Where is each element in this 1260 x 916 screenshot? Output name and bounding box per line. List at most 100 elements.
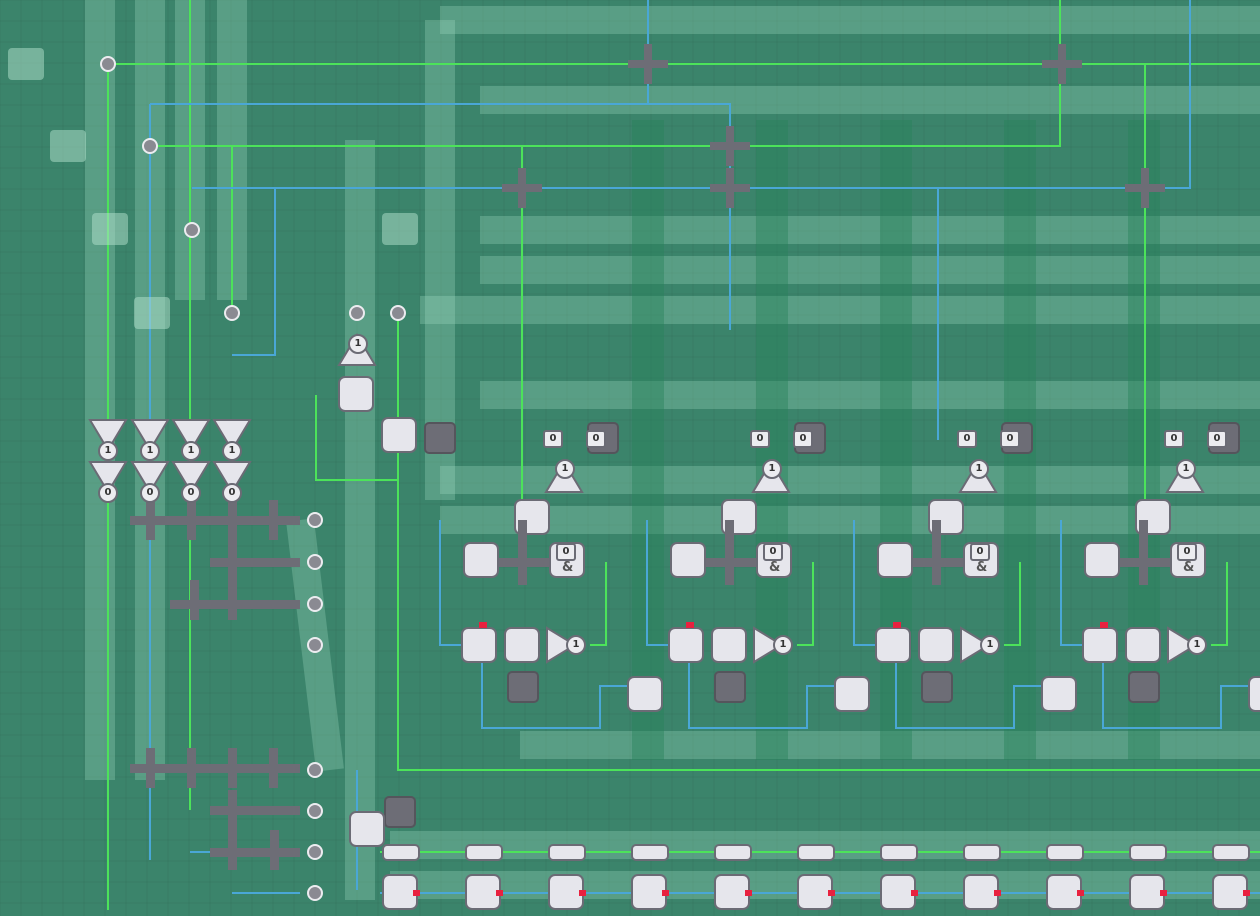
filter-gate[interactable] [880, 874, 916, 910]
signal-counter[interactable] [465, 844, 503, 861]
wire-bridge [726, 126, 734, 166]
buffer-gate[interactable] [546, 626, 577, 664]
output-port[interactable] [184, 222, 200, 238]
signal-counter[interactable] [797, 844, 835, 861]
timer-sensor[interactable] [384, 796, 416, 828]
output-port[interactable] [142, 138, 158, 154]
signal-counter[interactable] [1046, 844, 1084, 861]
wire-bridge [725, 520, 734, 585]
signal-switch[interactable] [8, 48, 44, 80]
not-gate-value: 0 [181, 483, 201, 503]
sensor-b-value: 0 [1207, 430, 1227, 448]
wire-bridge [1058, 44, 1066, 84]
filter-gate[interactable] [465, 874, 501, 910]
buffer-output-value: 1 [980, 635, 1000, 655]
alert-indicator [1243, 890, 1250, 896]
pressure-sensor[interactable] [1128, 671, 1160, 703]
filter-gate[interactable] [963, 874, 999, 910]
signal-counter[interactable] [1212, 844, 1250, 861]
filter-gate[interactable] [1212, 874, 1248, 910]
output-port[interactable] [307, 844, 323, 860]
memory-toggle[interactable] [670, 542, 706, 578]
signal-switch[interactable] [50, 130, 86, 162]
not-gate[interactable] [212, 461, 252, 494]
not-gate[interactable] [212, 419, 252, 452]
not-gate[interactable] [130, 419, 170, 452]
wire-bridge [190, 580, 199, 620]
signal-switch[interactable] [134, 297, 170, 329]
filter-gate[interactable] [875, 627, 911, 663]
filter-gate[interactable] [631, 874, 667, 910]
buffer-gate[interactable] [960, 626, 991, 664]
memory-toggle[interactable] [1125, 627, 1161, 663]
pressure-sensor[interactable] [507, 671, 539, 703]
and-input-value: 0 [1177, 543, 1197, 561]
not-gate[interactable] [171, 461, 211, 494]
buffer-output-value: 1 [773, 635, 793, 655]
signal-switch[interactable] [382, 213, 418, 245]
memory-toggle[interactable] [504, 627, 540, 663]
timer-sensor[interactable] [424, 422, 456, 454]
pressure-sensor[interactable] [714, 671, 746, 703]
output-port[interactable] [307, 885, 323, 901]
memory-toggle[interactable] [711, 627, 747, 663]
signal-counter[interactable] [631, 844, 669, 861]
output-port[interactable] [349, 305, 365, 321]
buffer-gate[interactable] [753, 626, 784, 664]
signal-counter[interactable] [1248, 676, 1260, 712]
signal-counter[interactable] [382, 844, 420, 861]
output-port[interactable] [307, 596, 323, 612]
not-gate[interactable] [88, 419, 128, 452]
signal-counter[interactable] [834, 676, 870, 712]
pressure-sensor[interactable] [921, 671, 953, 703]
signal-relay[interactable] [349, 811, 385, 847]
signal-counter[interactable] [1129, 844, 1167, 861]
not-gate[interactable] [130, 461, 170, 494]
filter-gate[interactable] [714, 874, 750, 910]
buffer-gate[interactable] [1167, 626, 1198, 664]
output-port[interactable] [307, 554, 323, 570]
automation-wire [853, 520, 884, 646]
signal-counter[interactable] [548, 844, 586, 861]
not-gate-value: 0 [222, 483, 242, 503]
memory-toggle[interactable] [1084, 542, 1120, 578]
output-port[interactable] [390, 305, 406, 321]
filter-gate[interactable] [668, 627, 704, 663]
automation-wire [1060, 520, 1091, 646]
sensor-a-value: 0 [750, 430, 770, 448]
output-port[interactable] [307, 762, 323, 778]
alert-indicator [1160, 890, 1167, 896]
memory-toggle[interactable] [338, 376, 374, 412]
filter-gate[interactable] [797, 874, 833, 910]
automation-wire [590, 562, 607, 646]
not-gate[interactable] [88, 461, 128, 494]
memory-toggle[interactable] [877, 542, 913, 578]
memory-toggle[interactable] [918, 627, 954, 663]
signal-counter[interactable] [880, 844, 918, 861]
filter-gate[interactable] [1129, 874, 1165, 910]
signal-counter[interactable] [963, 844, 1001, 861]
output-port[interactable] [307, 512, 323, 528]
alert-indicator [1077, 890, 1084, 896]
signal-counter[interactable] [714, 844, 752, 861]
not-gate[interactable] [171, 419, 211, 452]
signal-counter[interactable] [1041, 676, 1077, 712]
memory-toggle[interactable] [463, 542, 499, 578]
filter-gate[interactable] [382, 874, 418, 910]
filter-gate[interactable] [1046, 874, 1082, 910]
buffer-output-value: 1 [566, 635, 586, 655]
signal-switch[interactable] [92, 213, 128, 245]
output-port[interactable] [100, 56, 116, 72]
output-port[interactable] [307, 637, 323, 653]
output-port[interactable] [224, 305, 240, 321]
buffer-gate[interactable] [381, 417, 417, 453]
filter-gate[interactable] [548, 874, 584, 910]
wire-bridge [518, 168, 526, 208]
alert-indicator [994, 890, 1001, 896]
filter-gate[interactable] [1082, 627, 1118, 663]
filter-gate[interactable] [461, 627, 497, 663]
output-port[interactable] [307, 803, 323, 819]
alert-indicator [911, 890, 918, 896]
signal-counter[interactable] [627, 676, 663, 712]
